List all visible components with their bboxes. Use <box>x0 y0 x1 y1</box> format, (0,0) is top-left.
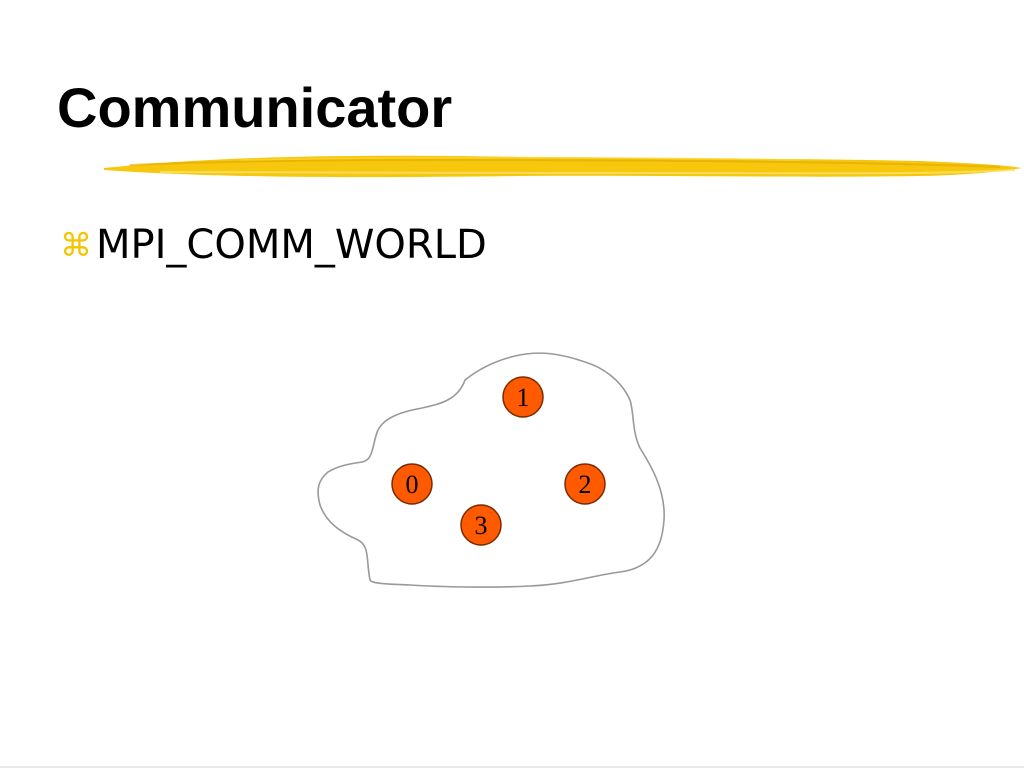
slide-title: Communicator <box>57 76 453 139</box>
process-rank-label: 1 <box>517 383 530 412</box>
process-rank-label: 0 <box>406 470 419 499</box>
bullet-text: MPI_COMM_WORLD <box>96 222 487 268</box>
title-underline-brush <box>104 155 1022 178</box>
process-rank-label: 3 <box>475 511 488 540</box>
process-rank-label: 2 <box>579 470 592 499</box>
communicator-group-outline <box>317 352 665 588</box>
bottom-divider <box>0 766 1024 768</box>
communicator-diagram: 1 0 2 3 <box>317 352 665 588</box>
process-node-3: 3 <box>460 504 502 546</box>
process-node-1: 1 <box>502 376 544 418</box>
process-node-0: 0 <box>391 463 433 505</box>
process-node-2: 2 <box>564 463 606 505</box>
bullet-item: ⌘ MPI_COMM_WORLD <box>60 222 487 268</box>
command-key-icon: ⌘ <box>60 226 92 264</box>
